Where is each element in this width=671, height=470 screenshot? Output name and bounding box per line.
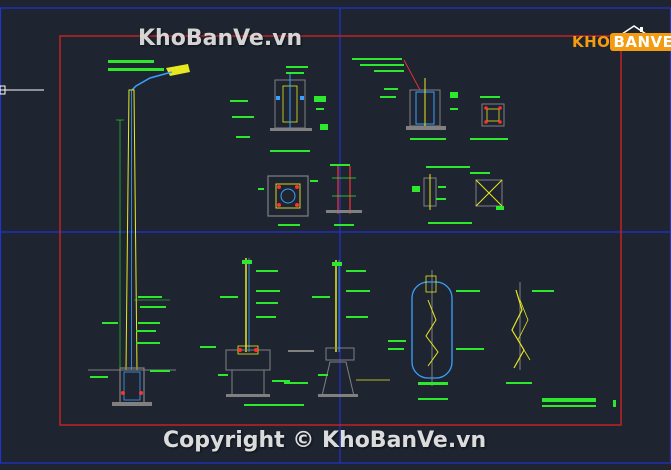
cursor-pointer: [0, 85, 44, 95]
door-panel-elevation: [388, 270, 484, 400]
inner-frame: [59, 35, 622, 426]
pole-elevation-2: [284, 260, 390, 397]
main-light-pole: [88, 60, 190, 406]
watermark-top: KhoBanVe.vn: [138, 26, 303, 51]
door-detail: [412, 166, 504, 224]
logo-kho-text: KHO: [572, 33, 611, 51]
foundation-section-right: [352, 58, 508, 140]
logo-banve-text: BANVE: [610, 33, 671, 51]
watermark-bottom: Copyright © KhoBanVe.vn: [163, 428, 487, 453]
pole-elevation-1: [200, 258, 314, 406]
anchor-bolt-elevation: [326, 164, 362, 226]
title-block: [542, 398, 616, 407]
logo-house-icon: [621, 25, 647, 35]
base-plate-plan: [258, 175, 318, 226]
cable-detail: [506, 282, 554, 384]
foundation-section-top: [230, 66, 328, 152]
